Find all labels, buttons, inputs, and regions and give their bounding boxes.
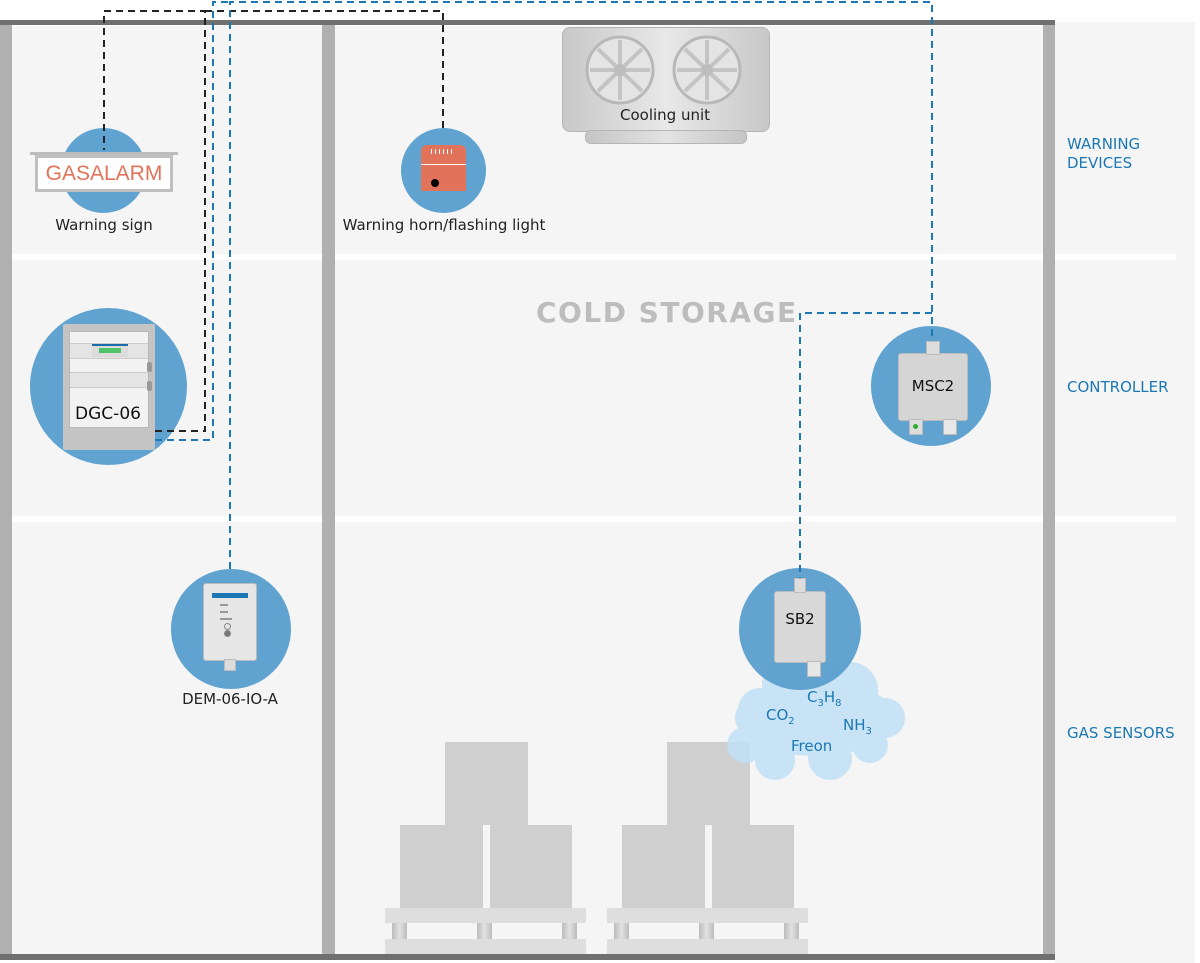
warning-sign-label: Warning sign bbox=[55, 216, 153, 234]
zone-label-line: CONTROLLER bbox=[1067, 378, 1169, 396]
pallet-leg bbox=[562, 923, 577, 939]
warning-sign[interactable]: GASALARM bbox=[30, 152, 178, 192]
gas-label-freon: Freon bbox=[791, 737, 833, 755]
gas-text: C bbox=[807, 688, 818, 706]
roof bbox=[0, 20, 1055, 25]
horn-grille bbox=[431, 149, 455, 154]
msc2-module[interactable]: MSC2 bbox=[898, 353, 968, 421]
zone-label-line: DEVICES bbox=[1067, 154, 1133, 172]
fan-icon bbox=[585, 35, 742, 105]
dem-header-bar bbox=[212, 593, 248, 598]
dem-led bbox=[220, 611, 228, 613]
dem-label: DEM-06-IO-A bbox=[182, 690, 278, 708]
pallet-base bbox=[607, 939, 808, 954]
horn-divider bbox=[421, 164, 466, 165]
horn-light-dot bbox=[431, 179, 439, 187]
gas-text: H bbox=[823, 688, 836, 706]
gas-subscript: 8 bbox=[835, 698, 842, 709]
dem-led bbox=[220, 618, 232, 620]
box bbox=[490, 825, 572, 908]
zone-label-line: WARNING bbox=[1067, 135, 1141, 153]
gas-label-co2: CO2 bbox=[766, 706, 795, 727]
dgc-display bbox=[92, 344, 128, 357]
sb2-top-gland bbox=[794, 578, 806, 593]
dem-cable-gland bbox=[224, 659, 236, 671]
dgc-screen bbox=[99, 348, 121, 353]
sign-text: GASALARM bbox=[45, 161, 163, 185]
pallet-leg bbox=[392, 923, 407, 939]
dgc-label: DGC-06 bbox=[75, 404, 141, 424]
zone-label-gas-sensors: GAS SENSORS bbox=[1067, 724, 1175, 743]
dem-06-io-a-module[interactable] bbox=[203, 583, 257, 661]
gas-label-c3h8: C3H8 bbox=[807, 688, 842, 709]
right-wall-seg bbox=[1043, 516, 1055, 522]
middle-wall-seg bbox=[322, 254, 335, 260]
pallet-leg bbox=[614, 923, 629, 939]
pallet-base bbox=[385, 939, 586, 954]
room-title: COLD STORAGE bbox=[536, 296, 798, 329]
msc2-cable-gland bbox=[943, 419, 957, 435]
zone-divider-2 bbox=[12, 516, 1176, 522]
box bbox=[622, 825, 705, 908]
led-icon bbox=[913, 424, 918, 429]
cooling-unit-base bbox=[585, 130, 747, 144]
zone-label-warning-devices: WARNING DEVICES bbox=[1067, 135, 1140, 173]
dgc-06-controller[interactable]: DGC-06 bbox=[63, 324, 155, 450]
gas-label-nh3: NH3 bbox=[843, 716, 872, 737]
zone-label-controller: CONTROLLER bbox=[1067, 378, 1169, 397]
left-wall bbox=[0, 22, 12, 958]
box bbox=[400, 825, 483, 908]
dgc-panel-row bbox=[70, 372, 148, 388]
middle-wall-seg bbox=[322, 516, 335, 522]
gas-text: CO bbox=[766, 706, 789, 724]
right-wall bbox=[1043, 22, 1055, 958]
fan-icon-left bbox=[585, 35, 655, 105]
warning-horn-icon[interactable] bbox=[421, 145, 466, 191]
dem-button bbox=[224, 623, 231, 630]
middle-wall bbox=[322, 22, 335, 958]
gas-subscript: 3 bbox=[865, 726, 872, 737]
floor bbox=[0, 954, 1055, 960]
msc2-top-gland bbox=[926, 341, 940, 355]
right-wall-seg bbox=[1043, 254, 1055, 260]
msc2-label: MSC2 bbox=[911, 377, 955, 395]
sb2-sensor[interactable]: SB2 bbox=[774, 591, 826, 663]
gas-subscript: 3 bbox=[817, 698, 824, 709]
box bbox=[445, 742, 528, 825]
msc2-status-led bbox=[909, 419, 923, 435]
zone-divider-1 bbox=[12, 254, 1176, 260]
pallet-leg bbox=[477, 923, 492, 939]
box bbox=[712, 825, 794, 908]
dgc-hinge bbox=[147, 381, 152, 391]
pallet-leg bbox=[699, 923, 714, 939]
horn-label: Warning horn/flashing light bbox=[342, 216, 546, 234]
sign-face: GASALARM bbox=[35, 155, 173, 192]
sb2-label: SB2 bbox=[785, 610, 815, 628]
fan-icon-right bbox=[672, 35, 742, 105]
zone-label-panel bbox=[1055, 22, 1195, 963]
cooling-unit-label: Cooling unit bbox=[619, 106, 711, 124]
gas-text: NH bbox=[843, 716, 866, 734]
pallet-deck bbox=[607, 908, 808, 923]
gas-subscript: 2 bbox=[788, 716, 795, 727]
box bbox=[667, 742, 750, 825]
dem-led bbox=[220, 604, 228, 606]
cooling-unit: Cooling unit bbox=[562, 27, 770, 144]
zone-label-line: GAS SENSORS bbox=[1067, 724, 1175, 742]
sb2-sensor-head bbox=[807, 661, 821, 677]
pallet-deck bbox=[385, 908, 586, 923]
pallet-leg bbox=[784, 923, 799, 939]
dgc-hinge bbox=[147, 362, 152, 372]
dem-button bbox=[224, 630, 231, 637]
